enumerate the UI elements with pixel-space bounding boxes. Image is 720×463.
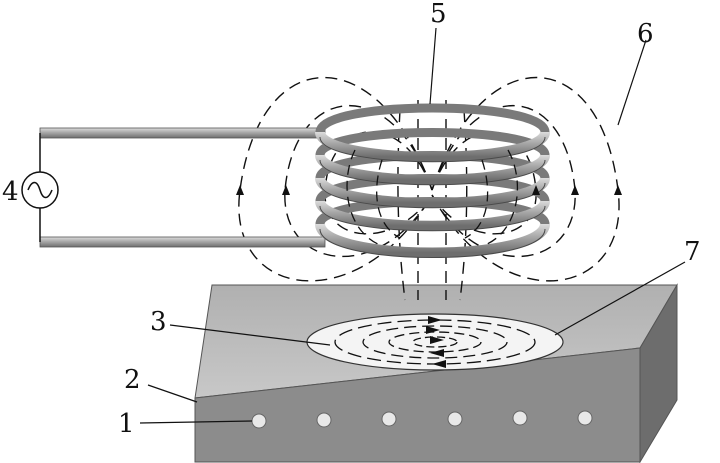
- leader-line-6: [617, 39, 647, 126]
- block-side-face: [639, 283, 678, 463]
- label-2: 2: [124, 365, 141, 395]
- field-line: [459, 109, 468, 301]
- leader-line-5: [429, 27, 437, 105]
- eddy-current-zone: [306, 313, 564, 371]
- label-4: 4: [2, 177, 19, 207]
- eddy-arrow: [430, 349, 444, 357]
- coil-lead-bottom: [39, 236, 326, 248]
- eddy-loop: [362, 325, 508, 359]
- cooling-hole: [316, 412, 332, 428]
- sine-wave-icon: [27, 181, 53, 199]
- leader-line-3: [169, 324, 331, 346]
- field-arrow: [571, 185, 579, 195]
- label-7: 7: [684, 237, 701, 267]
- ac-power-source: [21, 133, 59, 242]
- cooling-hole: [512, 410, 528, 426]
- eddy-arrow: [430, 336, 444, 344]
- cooling-holes: [251, 410, 593, 429]
- coil-turn-back: [315, 103, 550, 134]
- field-line: [238, 77, 433, 282]
- label-1: 1: [118, 409, 135, 439]
- leader-line-1: [139, 420, 253, 424]
- label-5: 5: [430, 0, 447, 29]
- eddy-arrow: [432, 360, 446, 368]
- cooling-hole: [577, 410, 593, 426]
- label-6: 6: [637, 19, 654, 49]
- coil-turn-front: [315, 130, 550, 162]
- eddy-loop: [412, 336, 458, 348]
- workpiece-block: [194, 283, 678, 463]
- coil-turn-front: [315, 153, 550, 185]
- leader-line-2: [147, 384, 198, 403]
- coil-turn-front: [315, 176, 550, 208]
- field-line: [397, 109, 406, 301]
- field-arrow: [532, 185, 540, 195]
- field-arrow: [236, 185, 244, 195]
- field-arrow: [614, 185, 622, 195]
- cooling-hole: [447, 411, 463, 427]
- field-line: [431, 131, 537, 235]
- cooling-hole: [251, 413, 267, 429]
- label-3: 3: [150, 307, 167, 337]
- field-arrow: [282, 185, 290, 195]
- eddy-arrow: [426, 326, 440, 334]
- cooling-hole: [381, 411, 397, 427]
- coil-lead-top: [39, 127, 326, 139]
- coil-turn-front: [315, 222, 550, 258]
- leader-line-7: [554, 261, 686, 336]
- eddy-arrow: [428, 316, 442, 324]
- coil-turn-front: [315, 199, 550, 231]
